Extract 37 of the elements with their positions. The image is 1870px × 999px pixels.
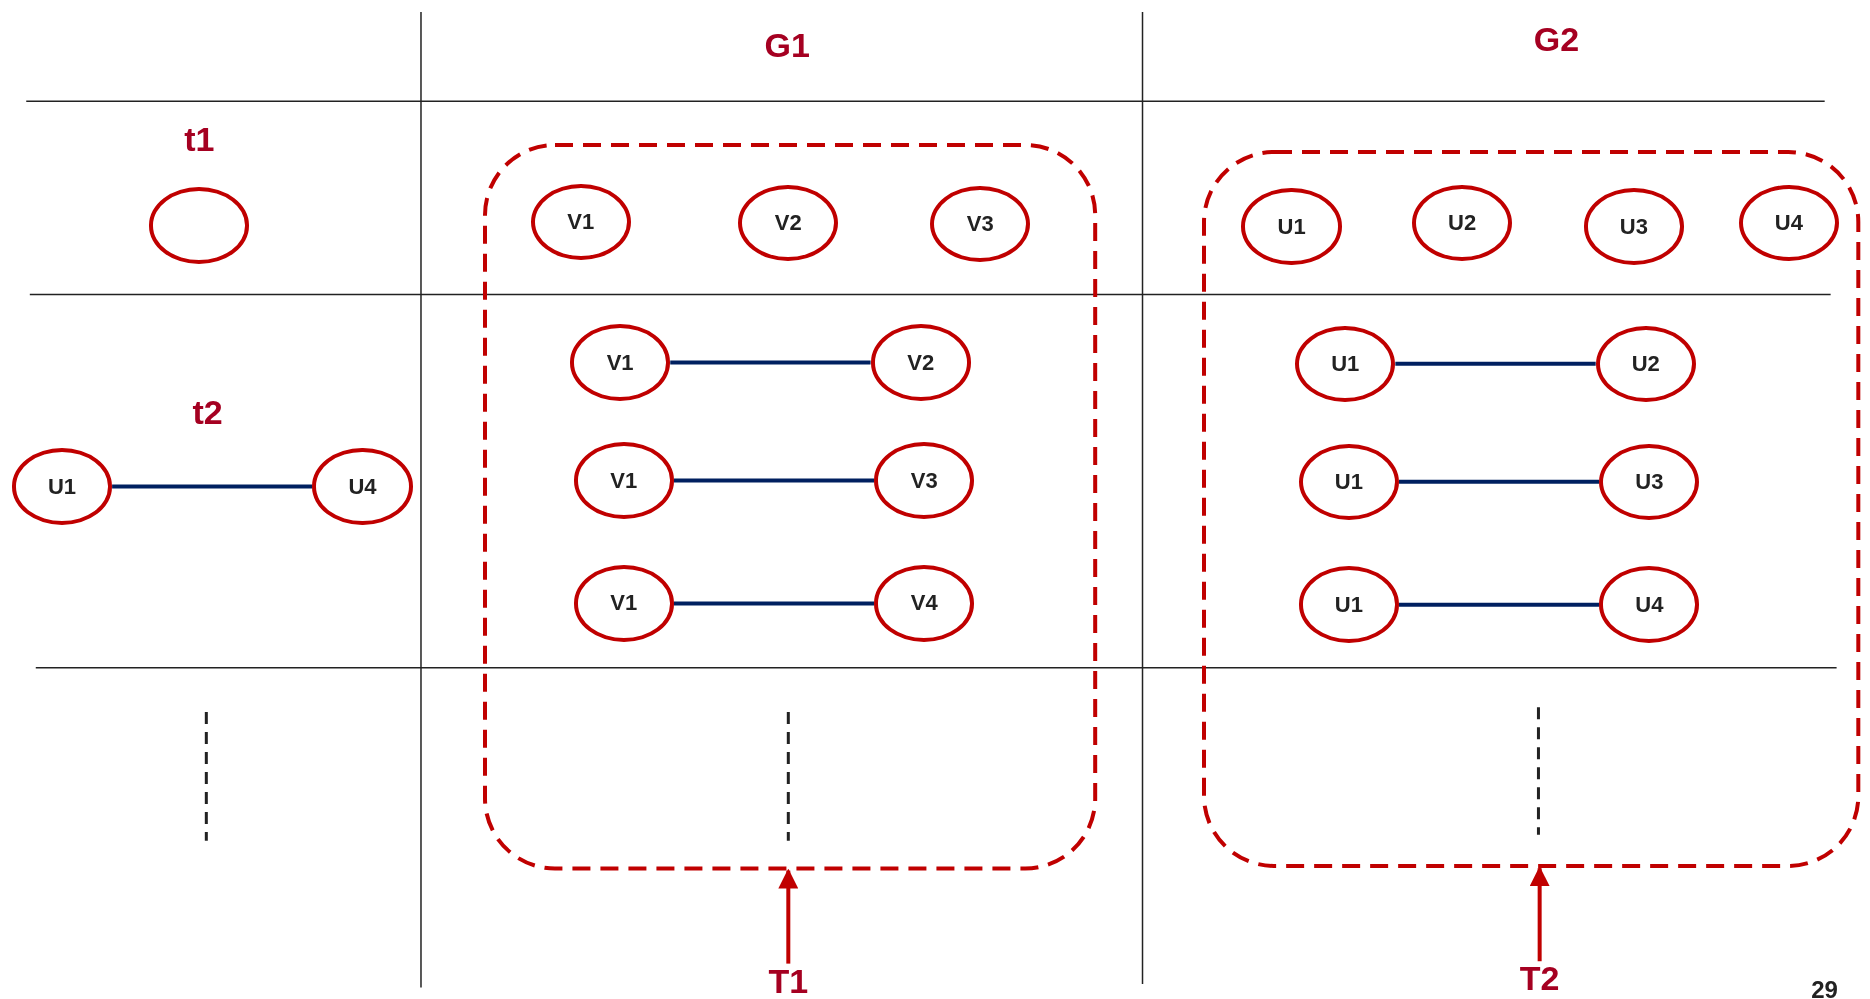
vertex-ellipse: V1 <box>570 324 671 401</box>
pointer-label: T2 <box>1515 961 1564 997</box>
vertex-ellipse: U1 <box>1295 325 1396 402</box>
vertex-ellipse: U3 <box>1599 443 1700 520</box>
arrow <box>778 868 799 964</box>
vertex-ellipse: U4 <box>312 448 413 525</box>
edge-line <box>673 478 875 483</box>
vertex-ellipse: V3 <box>874 442 975 519</box>
vertex-ellipse: V1 <box>530 183 631 260</box>
edge-line <box>112 484 313 489</box>
header-label: G1 <box>764 25 810 65</box>
vertex-ellipse: V2 <box>870 324 971 401</box>
edge-line <box>673 601 875 606</box>
edge-line <box>1398 602 1600 607</box>
header-label: t2 <box>192 393 223 433</box>
edge-line <box>670 360 871 365</box>
vertex-ellipse: V2 <box>738 184 839 262</box>
vertex-ellipse: U4 <box>1738 184 1839 262</box>
vertex-ellipse: U1 <box>1298 443 1399 520</box>
header-label: t1 <box>184 120 215 160</box>
pointer-label: T1 <box>764 963 813 999</box>
vertex-ellipse: V4 <box>874 565 975 642</box>
arrow <box>1529 866 1550 962</box>
edge-line <box>1395 361 1596 366</box>
vertex-ellipse: V3 <box>930 186 1031 263</box>
vertex-ellipse: U1 <box>1298 566 1399 643</box>
vertex-ellipse: U3 <box>1583 188 1684 265</box>
vertex-ellipse: U2 <box>1595 325 1696 402</box>
vertex-ellipse: U1 <box>1241 188 1342 265</box>
vertex-ellipse: U4 <box>1599 566 1700 643</box>
edge-line <box>1398 479 1600 484</box>
header-label: G2 <box>1533 19 1580 59</box>
vertex-ellipse: U2 <box>1412 184 1513 262</box>
vertex-ellipse: V1 <box>573 565 674 642</box>
vertex-ellipse: U1 <box>11 448 113 525</box>
vertex-ellipse: V1 <box>573 442 674 519</box>
page-number: 29 <box>1811 975 1838 999</box>
